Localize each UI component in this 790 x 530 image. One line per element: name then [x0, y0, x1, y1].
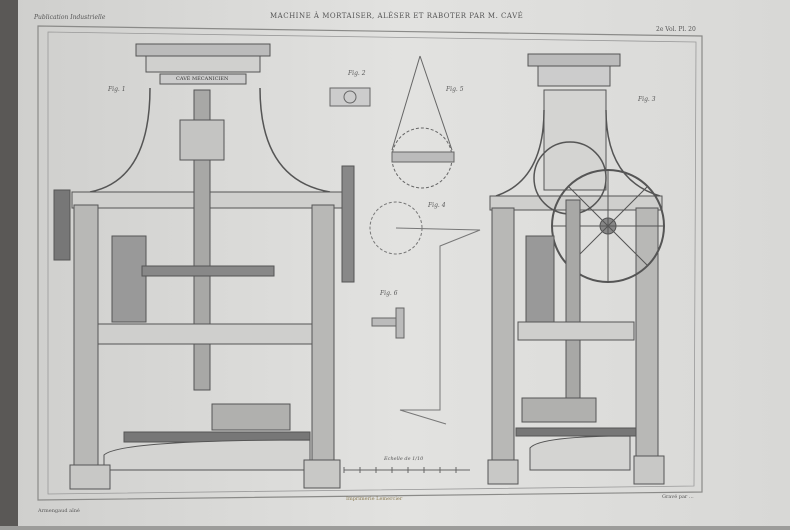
fig-5-pendulum — [391, 55, 455, 189]
fig-4-linkage — [369, 201, 481, 425]
fig-6-detail — [371, 307, 405, 339]
fig-3-machine-side — [487, 53, 665, 485]
fig-6-label: Fig. 6 — [380, 290, 398, 297]
inner-frame — [47, 31, 697, 495]
fig-5-label: Fig. 5 — [446, 86, 464, 93]
outer-frame — [37, 25, 703, 501]
fig-2-label: Fig. 2 — [348, 70, 366, 77]
maker-plate: CAVÉ MÉCANICIEN — [176, 76, 229, 82]
engraver-right: Gravé par ... — [662, 494, 694, 500]
series-label: Publication Industrielle — [34, 14, 106, 21]
fig-4-label: Fig. 4 — [428, 202, 446, 209]
volume-label: 2e Vol. Pl. 20 — [656, 26, 696, 33]
book-gutter — [0, 0, 18, 526]
fig-1-label: Fig. 1 — [108, 86, 126, 93]
fig-1-machine-front — [53, 43, 355, 490]
scale-label: Echelle de 1/10 — [384, 456, 424, 462]
engraver-left: Armengaud aîné — [38, 508, 80, 514]
printer-label: Imprimerie Lemercier — [346, 496, 403, 502]
plate-title: MACHINE À MORTAISER, ALÉSER ET RABOTER P… — [270, 12, 524, 20]
scale-bar — [343, 467, 470, 473]
fig-3-label: Fig. 3 — [638, 96, 656, 103]
fig-2-detail — [329, 87, 371, 107]
